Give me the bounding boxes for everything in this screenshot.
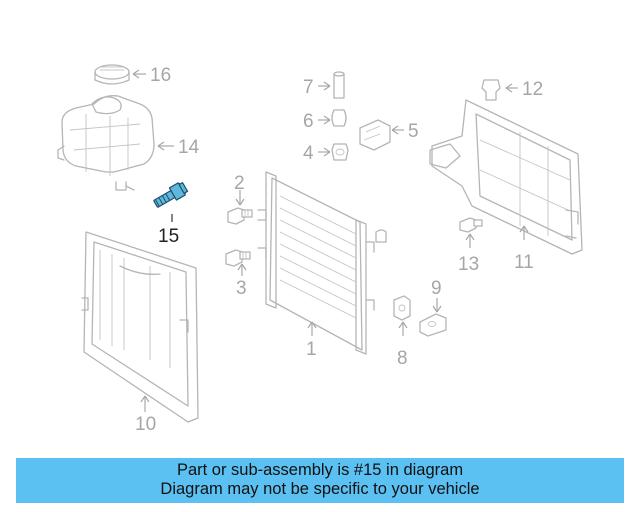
callout-13: 13 <box>458 254 479 275</box>
callout-8: 8 <box>397 348 408 369</box>
callout-1: 1 <box>306 339 317 360</box>
callout-16: 16 <box>150 65 171 86</box>
part-1-radiator: 1 <box>257 171 387 360</box>
part-4-grommet: 4 <box>303 143 349 164</box>
part-13-bolt: 13 <box>458 217 483 275</box>
part-5-bracket: 5 <box>359 119 419 151</box>
part-3-bolt: 3 <box>225 249 251 299</box>
part-11-fan-shroud: 11 <box>429 99 583 273</box>
callout-5: 5 <box>408 121 419 142</box>
callout-4: 4 <box>303 143 314 164</box>
part-2-bolt: 2 <box>227 173 253 225</box>
callout-11: 11 <box>514 252 534 273</box>
part-6-mount: 6 <box>303 109 347 132</box>
callout-3: 3 <box>236 278 247 299</box>
part-7-mount: 7 <box>303 71 345 99</box>
callout-14: 14 <box>178 137 200 158</box>
part-15-bolt: 15 <box>153 182 189 247</box>
callout-9: 9 <box>431 278 442 299</box>
info-banner: Part or sub-assembly is #15 in diagram D… <box>16 458 624 503</box>
callout-12: 12 <box>522 79 543 100</box>
callout-2: 2 <box>234 173 245 194</box>
part-16-reservoir-cap: 16 <box>94 64 171 86</box>
part-10-radiator-frame: 10 <box>81 231 199 435</box>
callout-10: 10 <box>135 414 156 435</box>
part-9-clip: 9 <box>419 278 447 337</box>
callout-6: 6 <box>303 111 314 132</box>
callout-7: 7 <box>303 77 314 98</box>
part-12-clip: 12 <box>481 79 543 101</box>
banner-line-1: Part or sub-assembly is #15 in diagram <box>176 461 464 479</box>
part-14-expansion-tank: 14 <box>57 95 200 191</box>
banner-line-2: Diagram may not be specific to your vehi… <box>160 480 480 498</box>
part-8-bracket: 8 <box>393 295 411 369</box>
callout-15: 15 <box>158 226 179 247</box>
